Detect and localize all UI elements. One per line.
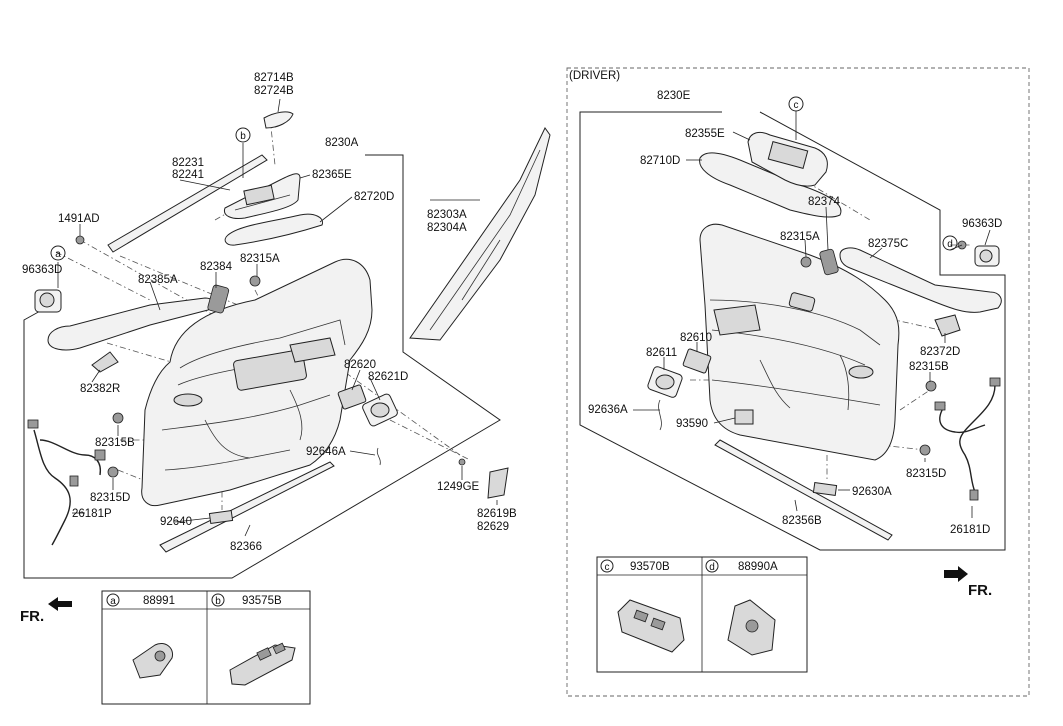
right-tweeter — [974, 245, 1000, 267]
left-callouts: b a — [50, 127, 251, 261]
right-callouts: c d — [788, 96, 958, 251]
legend-d-image — [727, 599, 776, 656]
label-82621D: 82621D — [368, 371, 408, 383]
fr-label-left: FR. — [20, 608, 44, 625]
label-96363D-left: 96363D — [22, 264, 62, 276]
right-fr-indicator: FR. — [944, 566, 992, 599]
label-1249GE: 1249GE — [437, 481, 480, 493]
label-82610: 82610 — [680, 332, 712, 344]
label-96363D-right: 96363D — [962, 218, 1002, 230]
legend-a-image — [132, 643, 174, 679]
left-sill-strip — [159, 461, 335, 553]
right-sill-strip — [714, 439, 893, 541]
label-82372D: 82372D — [920, 346, 960, 358]
left-pad-92640 — [208, 509, 234, 525]
left-door-trim-panel — [141, 258, 373, 507]
right-labels: 8230E 82355E 82710D 82374 96363D 82315A … — [588, 90, 1002, 536]
label-82315A-right: 82315A — [780, 231, 820, 243]
legend-c-image — [617, 599, 685, 653]
label-82355E: 82355E — [685, 128, 725, 140]
fr-arrow-right-icon — [944, 566, 968, 582]
fr-arrow-left-icon — [48, 597, 72, 611]
label-82710D: 82710D — [640, 155, 680, 167]
label-82385A: 82385A — [138, 274, 178, 286]
legend-b-part: 93575B — [242, 595, 282, 607]
right-door-trim-panel — [699, 223, 900, 461]
right-clips — [800, 240, 967, 456]
label-82620: 82620 — [344, 359, 376, 371]
label-82315A-left: 82315A — [240, 253, 280, 265]
svg-text:a: a — [110, 596, 116, 607]
right-assembly-frame — [579, 111, 1006, 551]
label-92646A: 92646A — [306, 446, 346, 458]
callout-c: c — [794, 100, 799, 111]
left-cap — [263, 111, 294, 129]
label-92630A: 92630A — [852, 486, 892, 498]
label-82315B-right: 82315B — [909, 361, 949, 373]
legend-a-part: 88991 — [143, 595, 175, 607]
label-82384: 82384 — [200, 261, 233, 273]
svg-text:c: c — [605, 562, 610, 573]
label-82315D-left: 82315D — [90, 492, 130, 504]
callout-b: b — [240, 131, 246, 142]
right-switch-speaker — [647, 348, 754, 431]
label-93590: 93590 — [676, 418, 708, 430]
label-82382R: 82382R — [80, 383, 120, 395]
label-8230E: 8230E — [657, 90, 691, 102]
left-belt-moulding — [107, 154, 268, 253]
label-82724B: 82724B — [254, 85, 294, 97]
label-92636A: 92636A — [588, 404, 628, 416]
driver-label: (DRIVER) — [569, 70, 620, 82]
label-82366: 82366 — [230, 541, 262, 553]
label-82619B: 82619B — [477, 508, 517, 520]
left-upper-garnish — [223, 173, 324, 246]
left-assembly-frame — [23, 154, 501, 579]
driver-section-box — [566, 67, 1030, 697]
label-82629: 82629 — [477, 521, 509, 533]
callout-d: d — [947, 239, 953, 250]
label-82231: 82231 — [172, 157, 204, 169]
svg-text:d: d — [709, 562, 715, 573]
label-82315B-left: 82315B — [95, 437, 135, 449]
right-armrest-handle — [839, 247, 1002, 337]
left-switch-speaker — [337, 384, 398, 466]
label-82374: 82374 — [808, 196, 841, 208]
left-fr-indicator: FR. — [20, 597, 72, 625]
right-legend: c 93570B d 88990A — [596, 556, 808, 673]
label-82714B: 82714B — [254, 72, 294, 84]
left-pillar-trim — [409, 127, 551, 341]
right-pad-92630A — [812, 481, 838, 497]
label-82365E: 82365E — [312, 169, 352, 181]
right-upper-garnish — [699, 131, 842, 218]
legend-b-image — [229, 642, 296, 686]
callout-a: a — [55, 249, 61, 260]
right-wiring-harness — [934, 377, 1001, 501]
left-bracket — [487, 467, 509, 499]
label-82720D: 82720D — [354, 191, 394, 203]
label-1491AD: 1491AD — [58, 213, 100, 225]
label-82315D-right: 82315D — [906, 468, 946, 480]
label-82375C: 82375C — [868, 238, 908, 250]
left-labels: 82714B 82724B 8230A 82231 82241 82365E 8… — [22, 72, 517, 553]
left-tweeter — [34, 289, 62, 313]
left-leader-lines — [57, 98, 498, 537]
left-legend: a 88991 b 93575B — [101, 590, 311, 705]
label-8230A: 8230A — [325, 137, 359, 149]
label-26181D: 26181D — [950, 524, 990, 536]
svg-text:b: b — [215, 596, 221, 607]
legend-d-part: 88990A — [738, 561, 778, 573]
label-82304A: 82304A — [427, 222, 467, 234]
label-82356B: 82356B — [782, 515, 822, 527]
label-82303A: 82303A — [427, 209, 467, 221]
label-82241: 82241 — [172, 169, 204, 181]
label-26181P: 26181P — [72, 508, 112, 520]
fr-label-right: FR. — [968, 582, 992, 599]
right-leader-lines — [633, 111, 991, 518]
label-92640: 92640 — [160, 516, 192, 528]
left-wiring-harness — [27, 419, 106, 546]
label-82611: 82611 — [646, 347, 677, 359]
legend-c-part: 93570B — [630, 561, 670, 573]
